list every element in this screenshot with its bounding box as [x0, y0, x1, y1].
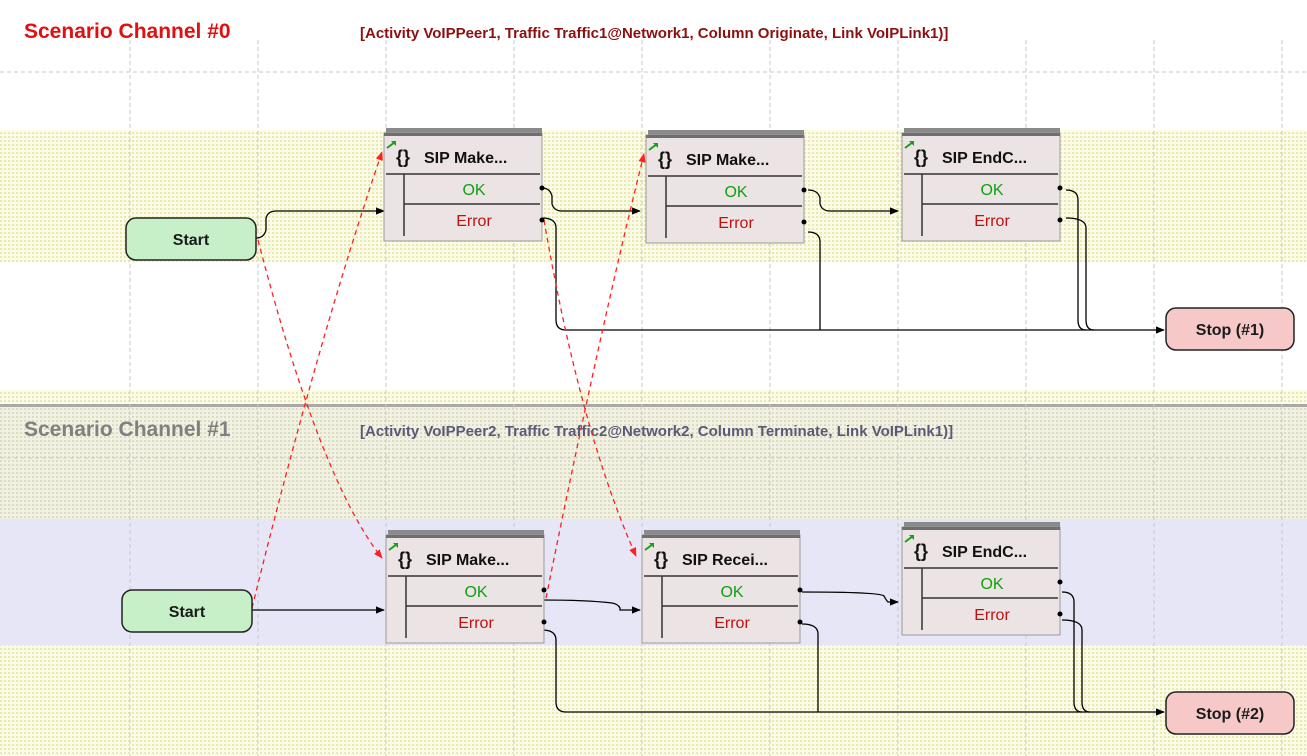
activity-block-1-2[interactable]: {} SIP EndC... OK Error: [901, 522, 1063, 636]
lane-end-1: [0, 645, 1307, 756]
channel-0-info: [Activity VoIPPeer1, Traffic Traffic1@Ne…: [360, 25, 948, 42]
activity-block-1-0[interactable]: {} SIP Make... OK Error: [385, 530, 547, 644]
error-port[interactable]: [797, 619, 803, 625]
activity-block-0-1[interactable]: {} SIP Make... OK Error: [645, 130, 807, 244]
lane-header-1: [0, 407, 1307, 519]
ok-port[interactable]: [1057, 185, 1063, 191]
error-port[interactable]: [541, 619, 547, 625]
braces-icon: {}: [654, 549, 668, 569]
error-port[interactable]: [539, 217, 545, 223]
cross-channel-links: [251, 151, 646, 609]
ok-port[interactable]: [801, 187, 807, 193]
ok-outcome[interactable]: OK: [462, 182, 485, 199]
stop-node-label: Stop (#2): [1196, 706, 1264, 723]
ok-outcome[interactable]: OK: [980, 576, 1003, 593]
activity-block-0-2[interactable]: {} SIP EndC... OK Error: [901, 128, 1063, 242]
braces-icon: {}: [914, 147, 928, 167]
lane-gap: [0, 390, 1307, 406]
error-port[interactable]: [1057, 217, 1063, 223]
braces-icon: {}: [658, 149, 672, 169]
error-outcome[interactable]: Error: [974, 607, 1010, 624]
channel-0-title: Scenario Channel #0: [24, 20, 231, 43]
stop-node-1[interactable]: Stop (#2): [1165, 691, 1295, 735]
activity-block-title: SIP Make...: [424, 150, 507, 167]
channel-1-info: [Activity VoIPPeer2, Traffic Traffic2@Ne…: [360, 423, 953, 440]
channel-0-header: Scenario Channel #0 [Activity VoIPPeer1,…: [24, 20, 948, 43]
activity-block-title: SIP Make...: [426, 552, 509, 569]
activity-block-0-0[interactable]: {} SIP Make... OK Error: [383, 128, 545, 242]
start-node-1[interactable]: Start: [121, 589, 253, 633]
stop-node-label: Stop (#1): [1196, 322, 1264, 339]
channel-separator: [0, 404, 1307, 407]
activity-block-title: SIP Recei...: [682, 552, 768, 569]
ok-port[interactable]: [797, 587, 803, 593]
activity-block-title: SIP Make...: [686, 152, 769, 169]
stop-node-0[interactable]: Stop (#1): [1165, 307, 1295, 351]
lane-end-0: [0, 262, 1307, 390]
braces-icon: {}: [914, 541, 928, 561]
activity-block-1-1[interactable]: {} SIP Recei... OK Error: [641, 530, 803, 644]
activity-blocks: {} SIP Make... OK Error {} SIP Make... OK Error…: [383, 128, 1063, 644]
error-outcome[interactable]: Error: [718, 215, 754, 232]
ok-port[interactable]: [1057, 579, 1063, 585]
connectors: [250, 187, 1165, 716]
error-outcome[interactable]: Error: [714, 615, 750, 632]
error-outcome[interactable]: Error: [974, 213, 1010, 230]
ok-port[interactable]: [539, 185, 545, 191]
ok-outcome[interactable]: OK: [720, 584, 743, 601]
ok-outcome[interactable]: OK: [464, 584, 487, 601]
error-outcome[interactable]: Error: [458, 615, 494, 632]
error-outcome[interactable]: Error: [456, 213, 492, 230]
start-node-label: Start: [173, 232, 210, 249]
error-port[interactable]: [801, 219, 807, 225]
error-port[interactable]: [1057, 611, 1063, 617]
ok-port[interactable]: [541, 587, 547, 593]
ok-outcome[interactable]: OK: [724, 184, 747, 201]
activity-block-title: SIP EndC...: [942, 150, 1027, 167]
braces-icon: {}: [398, 549, 412, 569]
channel-1-header: Scenario Channel #1 [Activity VoIPPeer2,…: [24, 418, 953, 441]
ok-outcome[interactable]: OK: [980, 182, 1003, 199]
channel-1-title: Scenario Channel #1: [24, 418, 231, 441]
braces-icon: {}: [396, 147, 410, 167]
start-node-label: Start: [169, 604, 206, 621]
lane-header-0: [0, 0, 1307, 130]
activity-block-title: SIP EndC...: [942, 544, 1027, 561]
start-node-0[interactable]: Start: [125, 217, 257, 261]
